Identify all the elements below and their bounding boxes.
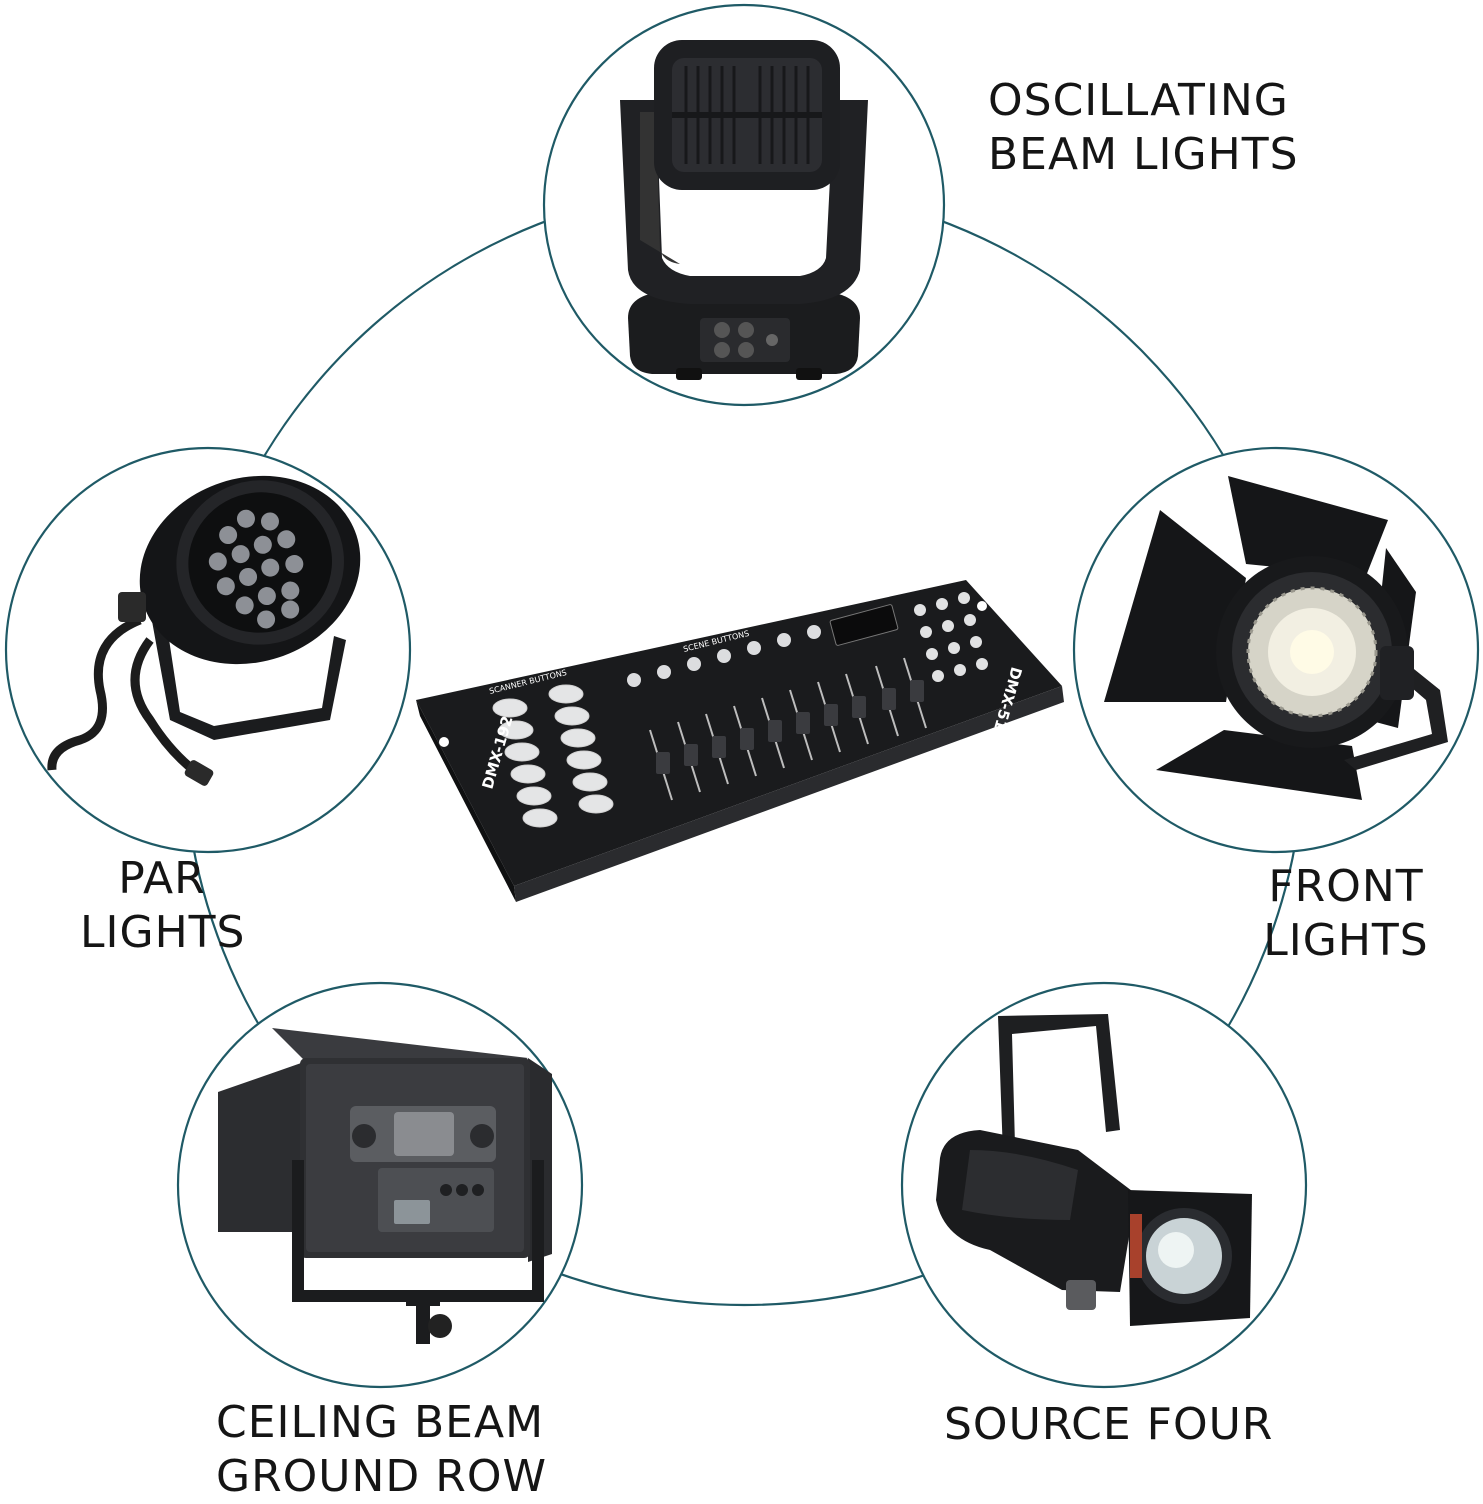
label-line: PAR	[118, 853, 206, 904]
par-can-light-icon	[47, 475, 361, 786]
scene-buttons	[627, 617, 851, 687]
label-line: OSCILLATING	[988, 75, 1289, 126]
led-panel-light-icon	[218, 1028, 552, 1344]
dmx-controller-icon: SCANNER BUTTONS SCENE BUTTONS DMX-192 DM…	[416, 580, 1064, 902]
ellipsoidal-spotlight-icon	[936, 1014, 1252, 1326]
label-oscillating-beam-lights: OSCILLATING BEAM LIGHTS	[988, 74, 1299, 182]
label-par-lights: PAR LIGHTS	[80, 852, 244, 960]
moving-head-light-icon	[620, 40, 868, 380]
label-line: SOURCE FOUR	[944, 1399, 1274, 1450]
scanner-buttons	[492, 684, 614, 828]
label-source-four: SOURCE FOUR	[944, 1398, 1273, 1452]
label-line: LIGHTS	[1263, 915, 1429, 966]
label-line: LIGHTS	[80, 907, 246, 958]
label-ceiling-beam-ground-row: CEILING BEAM GROUND ROW	[216, 1396, 547, 1504]
label-line: CEILING BEAM	[216, 1397, 545, 1448]
label-line: BEAM LIGHTS	[988, 129, 1299, 180]
barndoor-front-light-icon	[1104, 476, 1448, 800]
label-line: FRONT	[1268, 861, 1424, 912]
label-front-lights: FRONT LIGHTS	[1262, 860, 1430, 968]
label-line: GROUND ROW	[216, 1451, 547, 1502]
